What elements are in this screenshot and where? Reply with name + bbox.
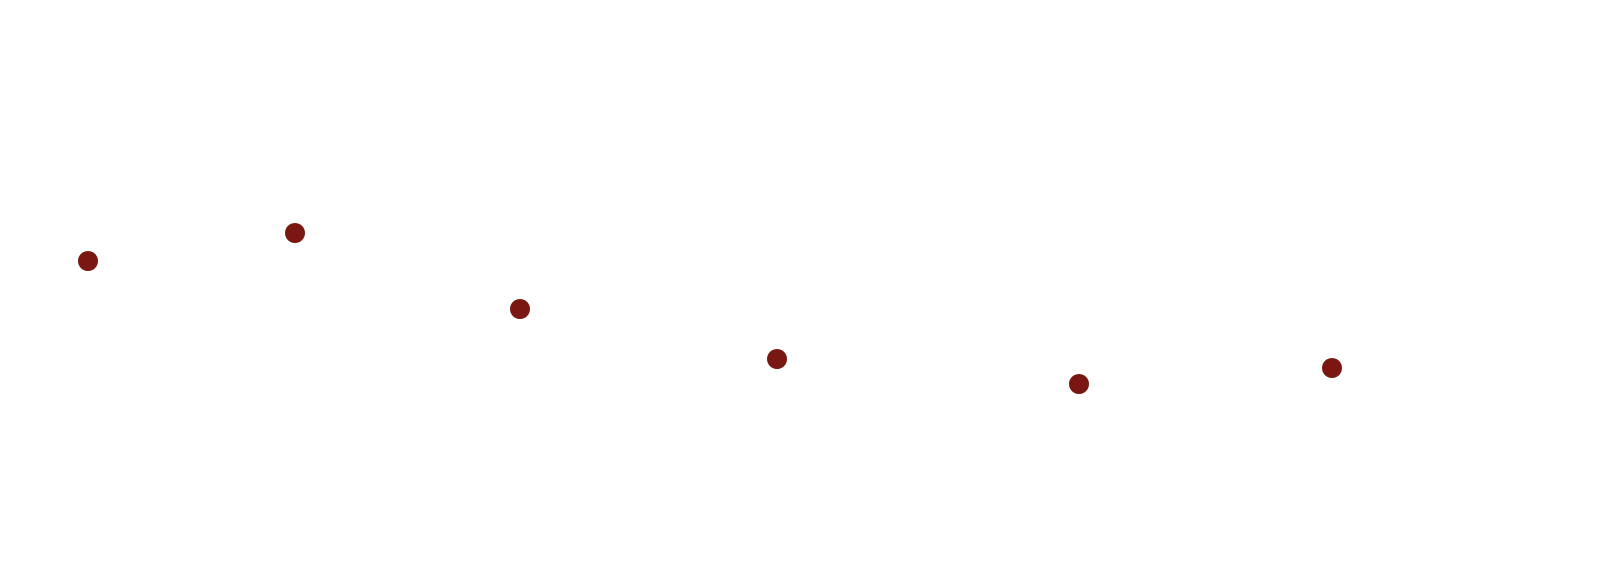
data-point-2 — [285, 223, 305, 243]
data-point-1 — [78, 251, 98, 271]
data-point-5 — [1069, 374, 1089, 394]
data-point-6 — [1322, 358, 1342, 378]
points-layer — [78, 223, 1342, 394]
data-point-4 — [767, 349, 787, 369]
data-point-3 — [510, 299, 530, 319]
